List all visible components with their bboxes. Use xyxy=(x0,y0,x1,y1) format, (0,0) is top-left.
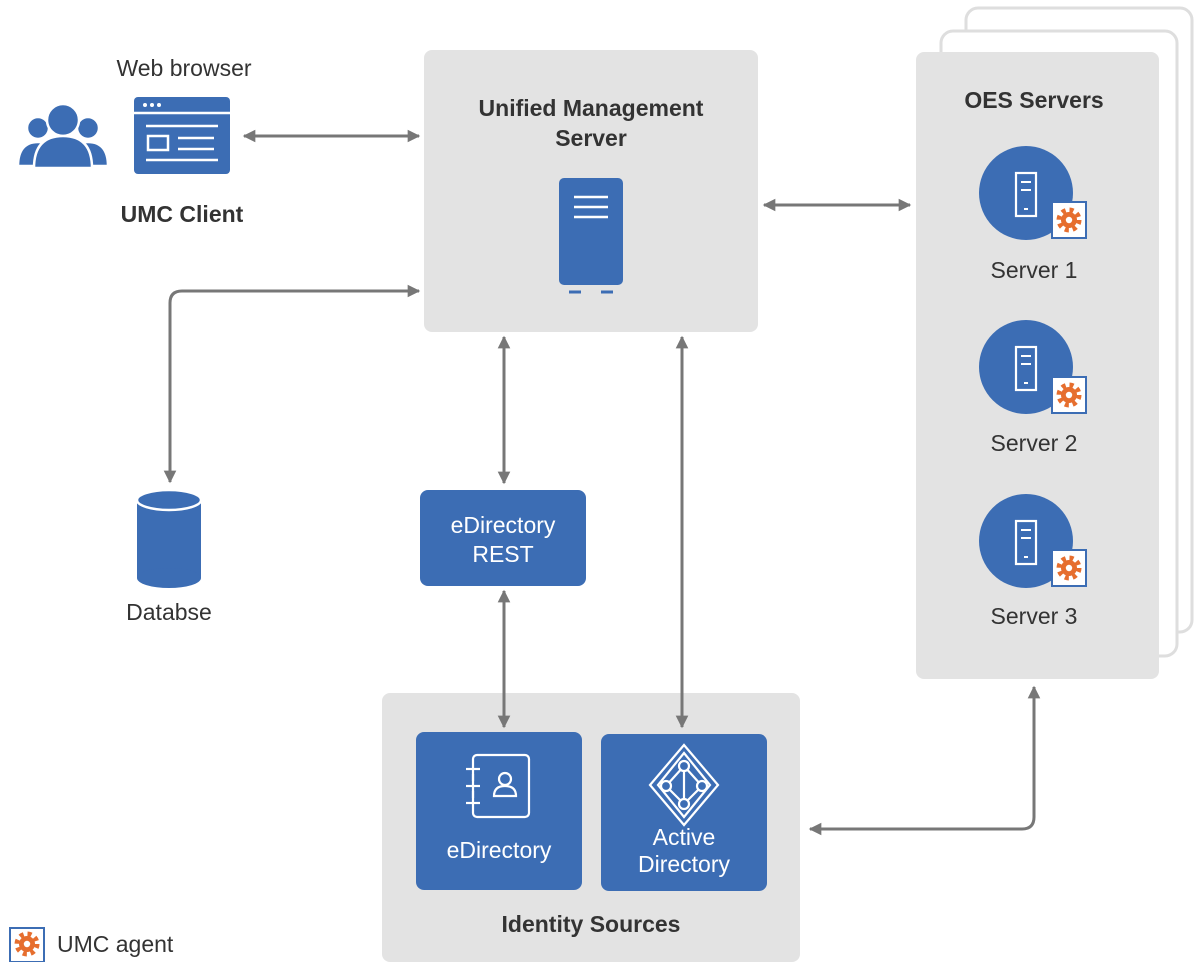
server-tower-icon xyxy=(559,178,623,294)
server-label: Server 1 xyxy=(991,257,1078,283)
umc-agent-icon xyxy=(9,927,45,962)
legend-label: UMC agent xyxy=(57,931,174,957)
database-label: Databse xyxy=(126,599,212,625)
edirectory-label: eDirectory xyxy=(447,837,552,863)
server-icon xyxy=(979,320,1073,414)
arrow-ums-database xyxy=(163,284,421,484)
umc-agent-icon xyxy=(1051,549,1087,587)
server-icon xyxy=(979,494,1073,588)
server-label: Server 3 xyxy=(991,603,1078,629)
database-icon xyxy=(135,488,203,588)
browser-window-icon xyxy=(134,97,230,174)
active-directory-icon xyxy=(648,743,720,827)
edirectory-box xyxy=(416,732,582,890)
web-browser-label: Web browser xyxy=(116,55,251,81)
address-book-icon xyxy=(466,753,531,819)
active-directory-box xyxy=(601,734,767,891)
umc-agent-icon xyxy=(1051,201,1087,239)
users-icon xyxy=(16,102,110,170)
oes-server-3: Server 3 xyxy=(979,494,1087,629)
edirectory-rest-line2: REST xyxy=(472,541,533,567)
edirectory-rest-line1: eDirectory xyxy=(451,512,556,538)
active-directory-line2: Directory xyxy=(638,851,731,877)
server-label: Server 2 xyxy=(991,430,1078,456)
ums-title-line2: Server xyxy=(555,125,627,151)
connectors xyxy=(163,129,1041,836)
arrow-identity-oes xyxy=(808,685,1041,836)
identity-sources-title: Identity Sources xyxy=(502,911,681,937)
oes-server-2: Server 2 xyxy=(979,320,1087,456)
oes-title: OES Servers xyxy=(964,87,1103,113)
server-icon xyxy=(979,146,1073,240)
oes-server-1: Server 1 xyxy=(979,146,1087,283)
umc-client-label: UMC Client xyxy=(121,201,244,227)
ums-title-line1: Unified Management xyxy=(479,95,704,121)
edirectory-rest-box xyxy=(420,490,586,586)
umc-agent-icon xyxy=(1051,376,1087,414)
active-directory-line1: Active xyxy=(653,824,716,850)
legend-umc-agent: UMC agent xyxy=(9,927,174,962)
